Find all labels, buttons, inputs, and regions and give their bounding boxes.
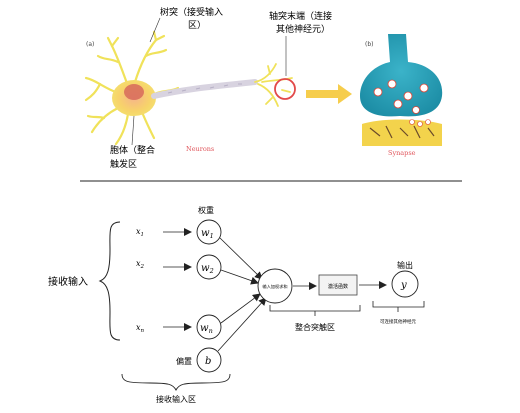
arrow-bias-sum	[217, 297, 267, 352]
input-x2: x2	[136, 259, 145, 270]
terminal-highlight-circle	[274, 78, 296, 100]
dendrite-pointer	[149, 17, 161, 43]
weight-wn-text: wn	[200, 323, 213, 335]
axon-label-line1: 轴突末端（连接	[269, 10, 332, 22]
output-bracket	[372, 301, 425, 308]
soma-label-line1: 胞体（整合	[110, 144, 155, 156]
output-node	[391, 270, 419, 298]
neurons-caption: Neurons	[186, 145, 214, 153]
dendrite-label-line2: 区）	[188, 20, 206, 31]
perceptron-model: 接收输入 x1 x2 xn 权重 w1 w2 wn 偏置 b 输入加权求和 激活…	[48, 205, 425, 404]
sum-node	[257, 268, 293, 304]
nucleus	[124, 84, 144, 100]
neuron-illustration: (a) (b)	[84, 6, 443, 170]
sum-node-label: 输入加权求和	[262, 283, 287, 290]
zoom-arrow	[306, 84, 352, 104]
panel-a-label: (a)	[86, 41, 94, 48]
soma-label-line2: 触发区	[110, 158, 137, 170]
receive-input-region-label: 接收输入区	[156, 394, 196, 404]
input-brace	[98, 221, 121, 341]
synapse-caption: Synapse	[388, 149, 416, 157]
receive-region-brace	[121, 373, 231, 392]
arrow-w1-sum	[219, 237, 263, 280]
weights-label: 权重	[198, 205, 214, 215]
axon-terminal	[254, 63, 293, 107]
panel-b-label: (b)	[365, 41, 374, 48]
bias-node	[196, 347, 222, 373]
output-label: 输出	[397, 260, 413, 270]
synapse-illustration	[360, 34, 443, 146]
weight-w1-text: w1	[201, 228, 214, 240]
arrow-wn-sum	[220, 293, 261, 324]
receive-input-label: 接收输入	[48, 275, 88, 288]
integration-bracket	[269, 305, 361, 312]
weight-w2-text: w2	[201, 263, 214, 275]
integration-label: 整合突触区	[295, 322, 335, 332]
connect-label: 可连接其他神经元	[380, 318, 416, 325]
weight-node-w1	[196, 219, 222, 245]
arrow-w2-sum	[220, 269, 259, 285]
output-symbol: y	[400, 280, 407, 291]
activation-label: 激活函数	[328, 283, 348, 290]
weight-node-wn	[196, 314, 222, 340]
input-xn: xn	[136, 323, 145, 334]
axon	[151, 79, 258, 99]
activation-box	[318, 274, 358, 296]
soma-pointer	[131, 115, 135, 146]
bias-text: b	[205, 356, 211, 367]
weight-node-w2	[196, 254, 222, 280]
axon-label-line2: 其他神经元）	[276, 23, 330, 35]
input-x1: x1	[136, 227, 144, 238]
bias-label: 偏置	[176, 356, 192, 366]
dendrite-label-line1: 树突（接受输入	[160, 6, 223, 18]
